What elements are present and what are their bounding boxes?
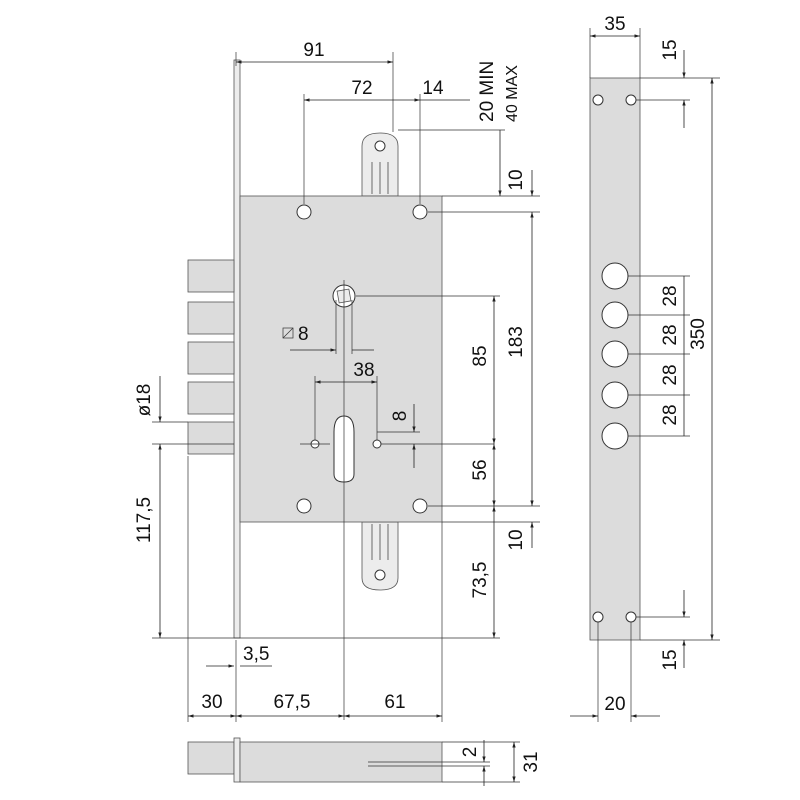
mounting-hole [412, 204, 428, 220]
dim-40-max: 40 MAX [504, 65, 521, 122]
dim-8-square: 8 [298, 324, 309, 345]
bottom-connector [361, 521, 399, 591]
top-connector [361, 132, 399, 197]
dim-3-5: 3,5 [243, 644, 269, 665]
dim-85: 85 [470, 345, 491, 366]
dim-20: 20 [604, 694, 625, 715]
top-view: 2 31 [187, 737, 542, 786]
dim-8-small: 8 [390, 411, 411, 422]
dim-350: 350 [688, 318, 709, 350]
bolt-hole [601, 422, 629, 450]
bolt-end [187, 741, 235, 775]
bolts [187, 259, 235, 455]
dim-20-min: 20 MIN [477, 61, 498, 122]
dim-10-top: 10 [506, 169, 527, 190]
dim-73-5: 73,5 [470, 562, 491, 599]
dim-61: 61 [384, 692, 405, 713]
dim-10-bottom: 10 [506, 529, 527, 550]
faceplate [233, 59, 241, 639]
bolt [187, 301, 235, 335]
dim-28-4: 28 [660, 404, 681, 425]
dim-14: 14 [422, 78, 444, 99]
bolt [187, 421, 235, 455]
bolt-hole [601, 301, 629, 329]
dim-28-3: 28 [660, 364, 681, 385]
mounting-hole [296, 204, 312, 220]
mounting-hole [412, 498, 428, 514]
dim-35: 35 [604, 14, 625, 35]
dim-2: 2 [460, 747, 481, 758]
bolt [187, 259, 235, 293]
dim-15-bottom: 15 [660, 649, 681, 670]
mounting-hole [296, 498, 312, 514]
dim-183: 183 [506, 326, 527, 358]
dim-91: 91 [303, 40, 324, 61]
dim-18: ø18 [134, 384, 155, 417]
square-with-diagonal-icon [282, 327, 294, 339]
bolt-hole [601, 381, 629, 409]
dim-117-5: 117,5 [134, 497, 155, 543]
bolt [187, 341, 235, 375]
dim-56: 56 [470, 459, 491, 480]
faceplate-view: 35 15 28 28 28 28 350 15 20 [570, 14, 720, 722]
dim-30: 30 [201, 692, 222, 713]
dim-67-5: 67,5 [274, 692, 311, 713]
dim-31: 31 [521, 751, 542, 772]
dim-28-2: 28 [660, 324, 681, 345]
bolt [187, 381, 235, 415]
dim-72: 72 [351, 78, 372, 99]
front-view: 91 72 14 20 MIN 40 MAX 10 183 85 8 [134, 40, 540, 722]
bolt-hole [601, 340, 629, 368]
bolt-hole [601, 262, 629, 290]
dim-38: 38 [353, 360, 374, 381]
dim-15-top: 15 [660, 39, 681, 60]
dim-28-1: 28 [660, 285, 681, 306]
